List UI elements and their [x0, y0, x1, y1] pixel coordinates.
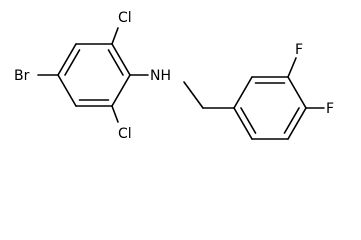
ring2-double-bond — [240, 107, 257, 134]
ring1-bond — [111, 43, 131, 76]
ring1-bond — [57, 43, 77, 76]
ring1-double-bond — [107, 49, 124, 76]
bond-c-f-top — [287, 57, 297, 78]
difluorophenyl-ring — [233, 76, 307, 140]
ring2-bond — [233, 107, 253, 140]
structure-diagram: Br Cl Cl NH F F — [14, 10, 335, 142]
ring2-bond — [287, 107, 307, 140]
dichlorobromophenyl-ring — [57, 43, 131, 107]
ring2-bond — [287, 76, 307, 109]
atom-nh: NH — [150, 68, 171, 84]
molecule-svg: Br Cl Cl NH F F — [14, 10, 334, 142]
bond-n-ch2 — [183, 81, 204, 109]
atom-f-right: F — [326, 101, 334, 117]
bond-c-cl-bottom — [111, 105, 119, 123]
ring2-bond — [233, 76, 253, 109]
atom-br: Br — [14, 68, 30, 84]
ring1-bond — [111, 74, 131, 107]
atom-cl-top: Cl — [118, 10, 132, 26]
ring1-bond — [57, 74, 77, 107]
atom-cl-bottom: Cl — [118, 126, 132, 142]
ring1-double-bond — [64, 49, 81, 76]
atom-f-top: F — [295, 42, 303, 58]
bond-c-cl-top — [111, 27, 119, 45]
ring2-double-bond — [283, 107, 300, 134]
